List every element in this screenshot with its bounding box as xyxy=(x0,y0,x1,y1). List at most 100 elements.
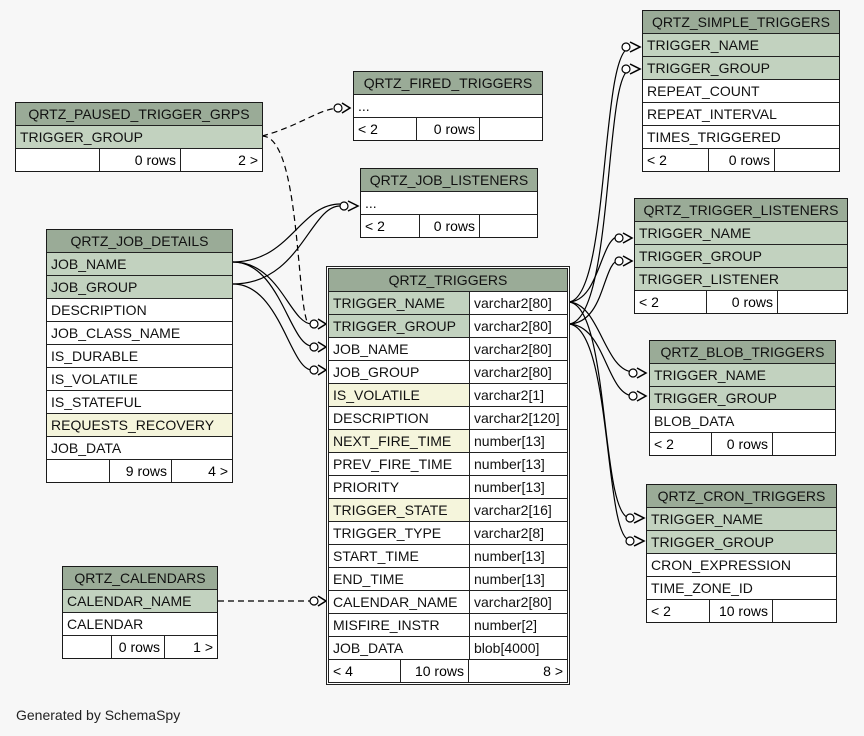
table-footer: < 2 10 rows xyxy=(647,600,836,622)
column-row[interactable]: JOB_NAME xyxy=(47,253,232,276)
column-row[interactable]: REPEAT_INTERVAL xyxy=(643,103,839,126)
parents-count[interactable]: < 2 xyxy=(361,215,420,237)
column-row[interactable]: ... xyxy=(361,192,537,215)
column-row[interactable]: TRIGGER_GROUP xyxy=(635,245,847,268)
parents-count[interactable]: < 2 xyxy=(647,600,710,622)
column-name: REQUESTS_RECOVERY xyxy=(51,417,215,433)
row-count: 0 rows xyxy=(709,149,775,171)
parents-count[interactable]: < 4 xyxy=(329,660,401,682)
column-row[interactable]: BLOB_DATA xyxy=(650,410,835,433)
column-row[interactable]: IS_DURABLE xyxy=(47,345,232,368)
table-trigger-listeners[interactable]: QRTZ_TRIGGER_LISTENERS TRIGGER_NAME TRIG… xyxy=(634,198,848,314)
table-blob-triggers[interactable]: QRTZ_BLOB_TRIGGERS TRIGGER_NAME TRIGGER_… xyxy=(649,340,836,456)
generated-by-label: Generated by SchemaSpy xyxy=(16,707,181,723)
children-count[interactable]: 4 > xyxy=(208,463,228,479)
parents-count[interactable]: < 2 xyxy=(643,149,709,171)
children-count[interactable]: 1 > xyxy=(193,639,213,655)
column-name: ... xyxy=(358,98,370,114)
column-row[interactable]: CALENDAR_NAME xyxy=(63,590,217,613)
column-row[interactable]: TRIGGER_NAME xyxy=(647,508,836,531)
column-type: number[13] xyxy=(469,545,567,567)
children-count xyxy=(480,118,542,140)
column-name: PREV_FIRE_TIME xyxy=(333,456,453,472)
column-row[interactable]: JOB_NAME varchar2[80] xyxy=(329,338,567,361)
table-title: QRTZ_BLOB_TRIGGERS xyxy=(650,341,835,364)
parents-count[interactable]: < 2 xyxy=(354,118,417,140)
children-count[interactable]: 8 > xyxy=(543,663,563,679)
column-row[interactable]: TRIGGER_LISTENER xyxy=(635,268,847,291)
column-row[interactable]: JOB_DATA xyxy=(47,437,232,460)
column-row[interactable]: REPEAT_COUNT xyxy=(643,80,839,103)
parents-count[interactable]: < 2 xyxy=(650,433,712,455)
table-title: QRTZ_CALENDARS xyxy=(63,567,217,590)
column-row[interactable]: CRON_EXPRESSION xyxy=(647,554,836,577)
row-count: 0 rows xyxy=(417,118,480,140)
link-paused-to-triggers xyxy=(261,135,309,325)
link-triggers-to-tlisteners-1 xyxy=(567,235,621,303)
table-title: QRTZ_FIRED_TRIGGERS xyxy=(354,72,542,95)
table-title: QRTZ_TRIGGER_LISTENERS xyxy=(635,199,847,222)
column-name: END_TIME xyxy=(333,571,404,587)
parents-count[interactable] xyxy=(16,149,100,171)
column-type: number[13] xyxy=(469,453,567,475)
column-row[interactable]: JOB_GROUP xyxy=(47,276,232,299)
column-row[interactable]: TRIGGER_GROUP xyxy=(647,531,836,554)
column-name: JOB_NAME xyxy=(333,341,409,357)
table-job-listeners[interactable]: QRTZ_JOB_LISTENERS ... < 2 0 rows xyxy=(360,168,538,238)
column-row[interactable]: TRIGGER_GROUP xyxy=(643,57,839,80)
column-name: TRIGGER_TYPE xyxy=(333,525,442,541)
row-count: 0 rows xyxy=(707,291,778,313)
column-row[interactable]: CALENDAR xyxy=(63,613,217,636)
column-name: TRIGGER_STATE xyxy=(333,502,448,518)
row-count: 0 rows xyxy=(420,215,480,237)
column-row[interactable]: ... xyxy=(354,95,542,118)
column-row[interactable]: IS_STATEFUL xyxy=(47,391,232,414)
column-row[interactable]: TRIGGER_NAME xyxy=(643,34,839,57)
column-row[interactable]: IS_VOLATILE xyxy=(47,368,232,391)
table-calendars[interactable]: QRTZ_CALENDARS CALENDAR_NAME CALENDAR 0 … xyxy=(62,566,218,659)
column-row[interactable]: TRIGGER_NAME xyxy=(650,364,835,387)
column-row[interactable]: PREV_FIRE_TIME number[13] xyxy=(329,453,567,476)
table-paused-trigger-grps[interactable]: QRTZ_PAUSED_TRIGGER_GRPS TRIGGER_GROUP 0… xyxy=(15,102,263,172)
table-footer: < 4 10 rows 8 > xyxy=(329,660,567,682)
column-row[interactable]: TIMES_TRIGGERED xyxy=(643,126,839,149)
table-cron-triggers[interactable]: QRTZ_CRON_TRIGGERS TRIGGER_NAME TRIGGER_… xyxy=(646,484,837,623)
column-row[interactable]: JOB_CLASS_NAME xyxy=(47,322,232,345)
column-name: TRIGGER_NAME xyxy=(654,367,767,383)
table-title: QRTZ_PAUSED_TRIGGER_GRPS xyxy=(16,103,262,126)
column-row[interactable]: TIME_ZONE_ID xyxy=(647,577,836,600)
column-row[interactable]: DESCRIPTION xyxy=(47,299,232,322)
column-row[interactable]: REQUESTS_RECOVERY xyxy=(47,414,232,437)
link-triggers-to-tlisteners-2 xyxy=(567,259,621,325)
column-name: REPEAT_COUNT xyxy=(647,83,760,99)
column-row[interactable]: TRIGGER_GROUP xyxy=(16,126,262,149)
column-type: varchar2[80] xyxy=(469,338,567,360)
children-count xyxy=(773,600,836,622)
parents-count[interactable]: < 2 xyxy=(635,291,707,313)
table-fired-triggers[interactable]: QRTZ_FIRED_TRIGGERS ... < 2 0 rows xyxy=(353,71,543,141)
column-name: IS_STATEFUL xyxy=(51,394,142,410)
column-row[interactable]: TRIGGER_GROUP xyxy=(650,387,835,410)
column-row[interactable]: TRIGGER_NAME xyxy=(635,222,847,245)
children-count[interactable]: 2 > xyxy=(238,152,258,168)
column-name: TRIGGER_NAME xyxy=(639,225,752,241)
children-count xyxy=(480,215,537,237)
table-simple-triggers[interactable]: QRTZ_SIMPLE_TRIGGERS TRIGGER_NAME TRIGGE… xyxy=(642,10,840,172)
table-job-details[interactable]: QRTZ_JOB_DETAILS JOB_NAME JOB_GROUP DESC… xyxy=(46,229,233,483)
table-footer: < 2 0 rows xyxy=(650,433,835,455)
